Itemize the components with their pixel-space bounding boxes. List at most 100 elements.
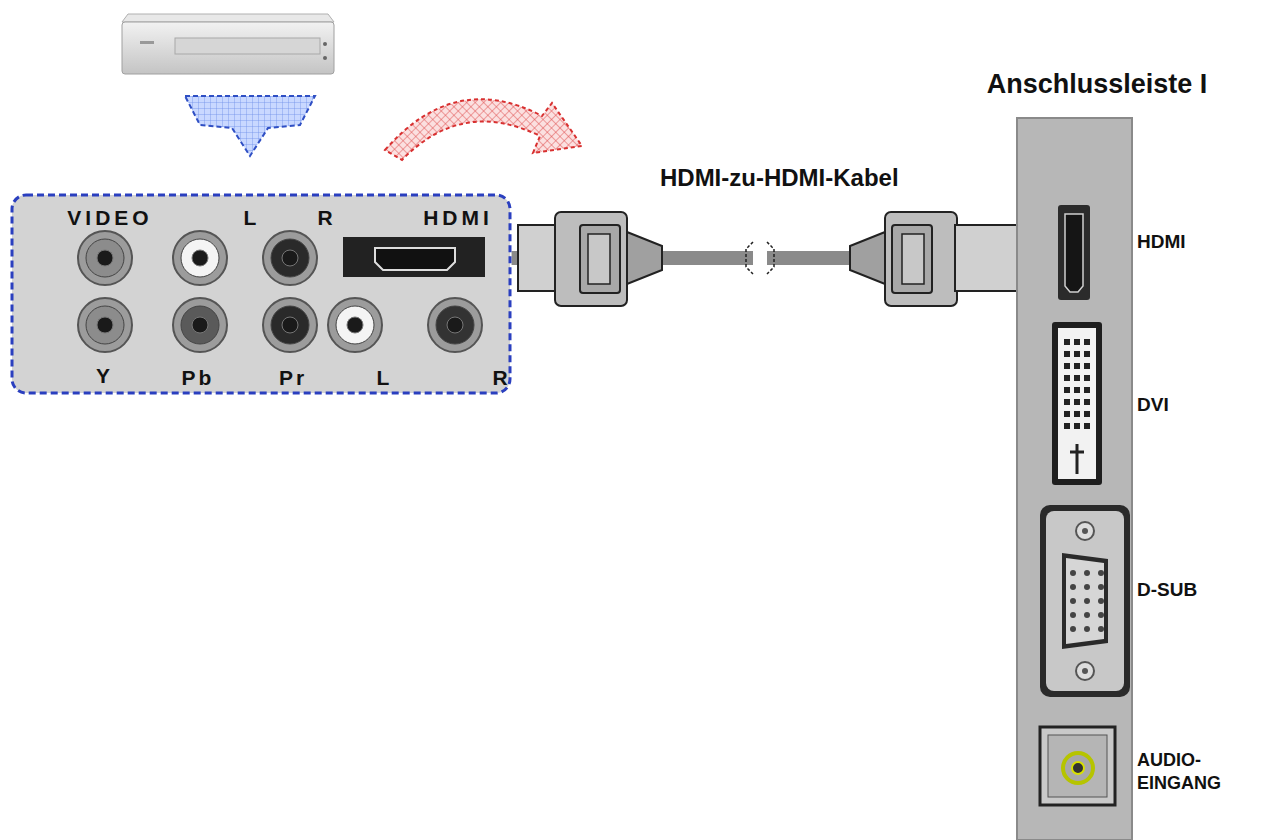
connector-bar — [1072, 762, 1084, 774]
rca-jacks — [78, 298, 132, 352]
rca-jacks — [78, 298, 132, 352]
rca-jacks — [282, 250, 298, 266]
rca-jacks — [271, 306, 309, 344]
connector-bar — [1046, 511, 1124, 691]
connector-bar — [1076, 522, 1094, 540]
hdmi-port — [343, 237, 485, 277]
source-panel — [12, 195, 510, 393]
cable-break — [746, 242, 774, 274]
rca-jacks — [263, 231, 317, 285]
connector-bar — [1017, 118, 1132, 840]
panel-heading: Anschlussleiste I — [987, 69, 1208, 100]
curved-arrow — [385, 99, 582, 160]
rca-jacks — [97, 250, 113, 266]
source-panel — [12, 195, 510, 393]
cable-label: HDMI-zu-HDMI-Kabel — [656, 163, 903, 193]
connector-bar — [1076, 662, 1094, 680]
rca-jacks — [263, 231, 317, 285]
cable-break — [746, 242, 774, 274]
connector-bar — [1017, 118, 1132, 840]
hdmi-socket — [375, 248, 455, 270]
dvd-player — [122, 14, 334, 74]
dvd-player — [175, 38, 320, 54]
connector-bar — [1066, 566, 1104, 636]
dvd-player — [122, 22, 334, 74]
hdmi-plug-left — [518, 212, 662, 306]
dvd-player — [140, 41, 154, 44]
rca-jacks — [192, 250, 208, 266]
port-label: HDMI — [423, 206, 493, 230]
rca-jacks — [263, 298, 317, 352]
jack-label: Pb — [182, 366, 215, 390]
connector-bar — [1070, 444, 1084, 474]
dsub-port — [1040, 505, 1130, 697]
connector-bar — [1066, 558, 1104, 644]
rca-jacks — [328, 298, 382, 352]
port-label: HDMI — [1137, 231, 1186, 253]
rca-jacks — [282, 317, 298, 333]
hdmi-plug-right — [850, 232, 885, 284]
connector-bar — [1062, 553, 1108, 649]
rca-jacks — [78, 231, 482, 352]
rca-jacks — [336, 306, 374, 344]
hdmi-plug-right — [955, 225, 1017, 291]
rca-jacks — [192, 317, 208, 333]
rca-jacks — [181, 306, 219, 344]
rca-jacks — [173, 231, 227, 285]
hdmi-plug-left — [518, 225, 558, 291]
hdmi-plug-left — [555, 212, 627, 306]
hdmi-socket — [1065, 214, 1083, 292]
hdmi-plug-right — [892, 225, 932, 293]
dvd-player — [323, 42, 327, 46]
jack-label: R — [317, 206, 332, 230]
rca-jacks — [86, 239, 124, 277]
hdmi-plug-left — [627, 232, 662, 284]
hdmi-plug-left — [580, 225, 620, 293]
rca-jacks — [447, 317, 463, 333]
connector-bar — [1048, 735, 1107, 797]
hdmi-port — [1058, 205, 1090, 300]
dvd-player — [323, 56, 327, 60]
hdmi-plug-left — [588, 234, 610, 284]
jack-label: R — [492, 366, 507, 390]
source-connector-panel: VIDEOLRHDMIYPbPrLR — [12, 195, 512, 394]
hdmi-plug-right — [902, 234, 924, 284]
rca-jacks — [328, 298, 382, 352]
jack-label: L — [244, 206, 257, 230]
hdmi-plug-right — [850, 212, 1017, 306]
rca-jacks — [173, 298, 227, 352]
hdmi-plug-right — [885, 212, 957, 306]
down-arrow — [185, 96, 315, 156]
connector-bar — [1063, 753, 1093, 783]
connector-bar — [1082, 528, 1088, 534]
port-label: DVI — [1137, 394, 1169, 416]
jack-label: L — [377, 366, 390, 390]
rca-jacks — [97, 317, 113, 333]
jack-label: VIDEO — [67, 206, 152, 230]
port-label: AUDIO- EINGANG — [1137, 749, 1221, 796]
rca-jacks — [181, 239, 219, 277]
port-label: D-SUB — [1137, 579, 1197, 601]
rca-jacks — [428, 298, 482, 352]
rca-jacks — [78, 231, 132, 285]
dvi-port — [1052, 322, 1102, 485]
rca-jacks — [347, 317, 363, 333]
rca-jacks — [428, 298, 482, 352]
rca-jacks — [86, 306, 124, 344]
connector-bar — [1082, 668, 1088, 674]
rca-jacks — [263, 298, 317, 352]
connector-bar — [1058, 328, 1096, 479]
audio-port — [1040, 727, 1115, 805]
rca-jacks — [173, 298, 227, 352]
connector-strip: Anschlussleiste I HDMI DVI D-SUB AUDIO- EING… — [955, 65, 1260, 840]
jack-label: Y — [96, 364, 110, 388]
dvd-player — [122, 14, 334, 22]
cable-break — [753, 244, 767, 272]
connector-bar — [1062, 336, 1092, 432]
rca-jacks — [271, 239, 309, 277]
rca-jacks — [78, 231, 132, 285]
rca-jacks — [436, 306, 474, 344]
rca-jacks — [173, 231, 227, 285]
